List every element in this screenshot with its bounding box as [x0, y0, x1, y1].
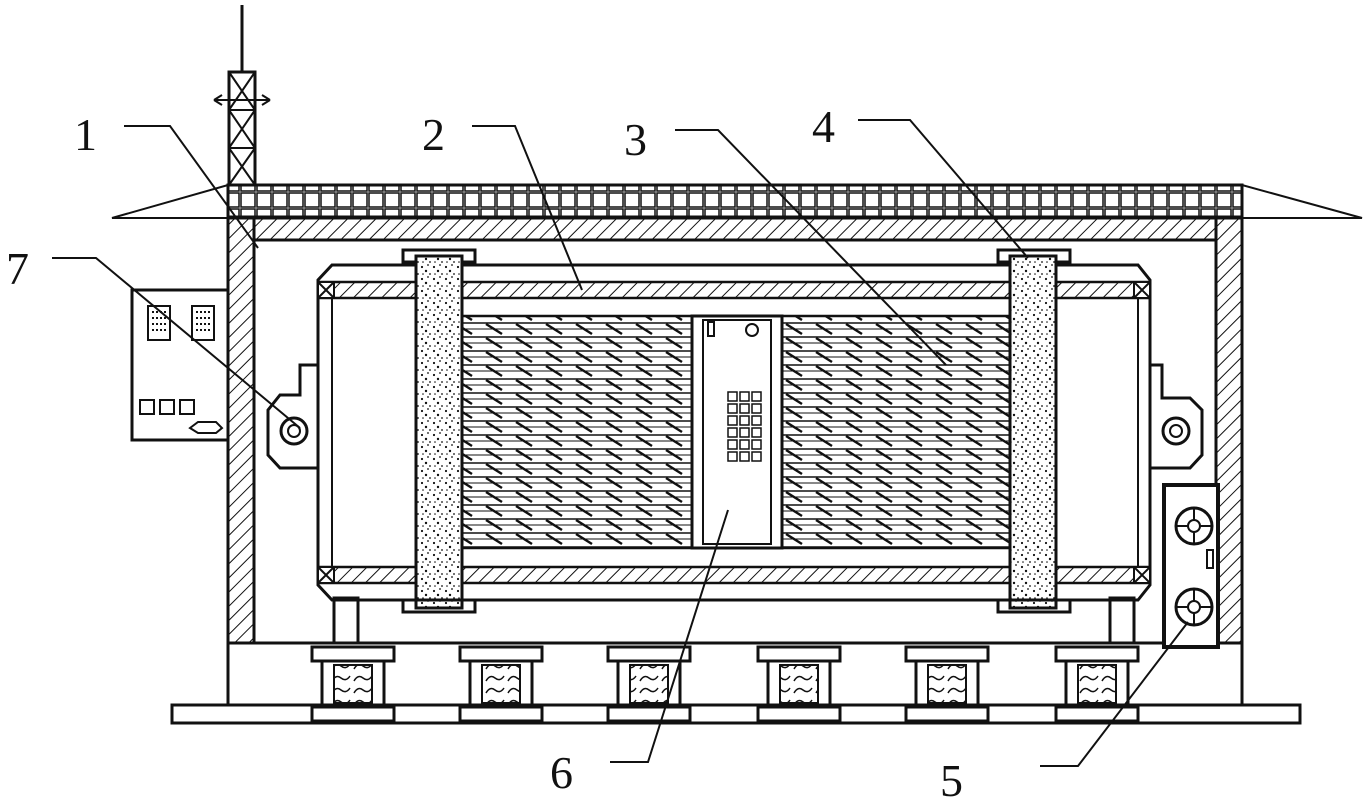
callout-2: 2 — [422, 109, 445, 160]
right-lug — [1150, 363, 1204, 470]
control-cabinet — [690, 314, 784, 550]
shock-absorbers — [310, 645, 1140, 723]
clamping-columns — [401, 248, 1072, 614]
support-legs — [332, 596, 1136, 645]
leader-lines — [52, 119, 1189, 767]
roof — [111, 183, 1363, 219]
callout-6: 6 — [550, 747, 573, 798]
callout-5: 5 — [940, 755, 963, 806]
callout-1: 1 — [74, 109, 97, 160]
shock-absorber — [458, 645, 544, 723]
callout-4: 4 — [812, 101, 835, 152]
left-lug — [266, 363, 319, 500]
callout-7: 7 — [6, 243, 29, 294]
fan-unit — [1162, 483, 1220, 649]
shock-absorber — [606, 645, 692, 723]
foundation — [170, 641, 1302, 725]
external-control-panel — [130, 288, 230, 442]
keypad — [727, 391, 762, 462]
shock-absorber — [904, 645, 990, 723]
shock-absorber — [756, 645, 842, 723]
shock-absorber — [1054, 645, 1140, 723]
coil-windings — [458, 314, 1012, 550]
antenna-mast — [213, 5, 271, 187]
callout-3: 3 — [624, 114, 647, 165]
callout-labels: 1 2 3 4 5 6 7 — [6, 101, 963, 806]
shock-absorber — [310, 645, 396, 723]
